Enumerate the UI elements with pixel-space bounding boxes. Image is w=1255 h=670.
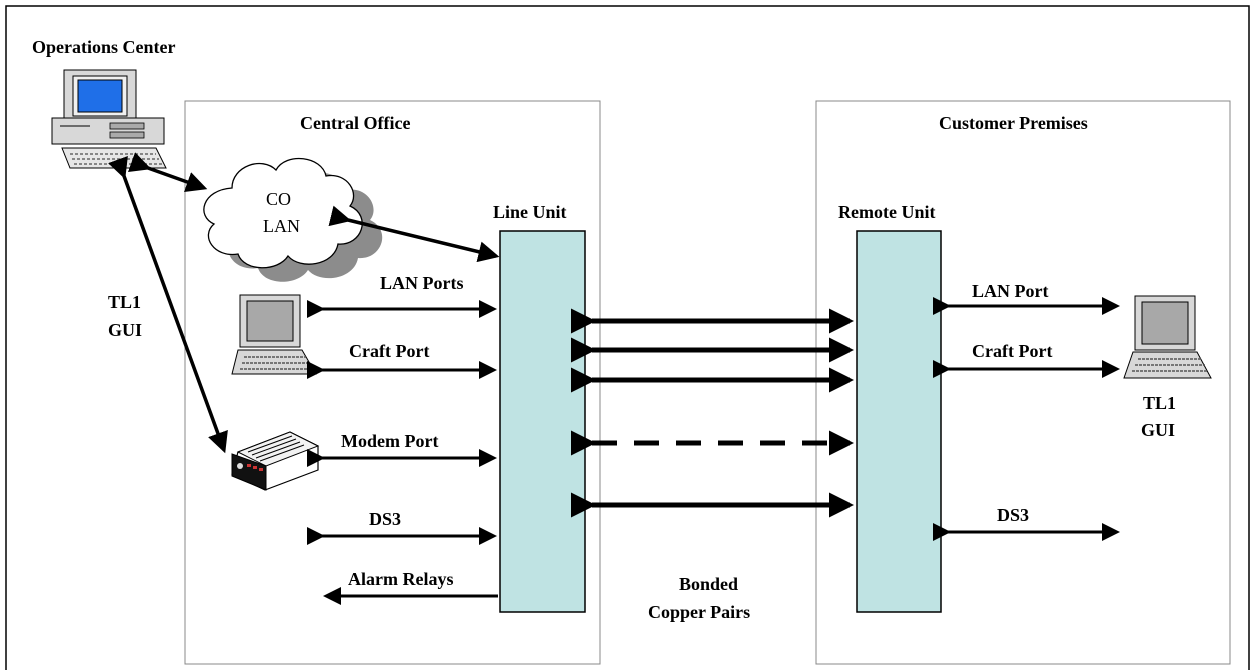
craft-port-left-label: Craft Port: [349, 341, 429, 361]
alarm-relays-label: Alarm Relays: [348, 569, 453, 589]
line-unit: [499, 230, 586, 613]
copper-pairs-label: Copper Pairs: [648, 602, 750, 622]
remote-unit-label: Remote Unit: [838, 202, 935, 222]
arrow-cloud-to-line-unit: [328, 205, 500, 263]
arrow-opscenter-to-modem: [108, 155, 228, 454]
central-office-label: Central Office: [300, 113, 410, 133]
lan-ports-label: LAN Ports: [380, 273, 464, 293]
operations-center-label: Operations Center: [32, 37, 175, 57]
arrow-opscenter-to-cloud: [127, 152, 208, 193]
co-lan-label-line1: CO: [266, 189, 291, 209]
laptop-icon: [231, 294, 317, 375]
gui-right-label: GUI: [1141, 420, 1175, 440]
ds3-left-label: DS3: [369, 509, 401, 529]
gui-left-label: GUI: [108, 320, 142, 340]
tl1-left-label: TL1: [108, 292, 141, 312]
remote-unit: [856, 230, 942, 613]
modem-icon: [231, 431, 320, 491]
customer-premises-label: Customer Premises: [939, 113, 1088, 133]
tl1-right-label: TL1: [1143, 393, 1176, 413]
ds3-right-label: DS3: [997, 505, 1029, 525]
outer-frame: [5, 5, 1250, 670]
line-unit-label: Line Unit: [493, 202, 567, 222]
laptop-icon: [1123, 295, 1212, 379]
co-lan-label-line2: LAN: [263, 216, 300, 236]
lan-port-right-label: LAN Port: [972, 281, 1048, 301]
modem-port-label: Modem Port: [341, 431, 438, 451]
craft-port-right-label: Craft Port: [972, 341, 1052, 361]
bonded-label: Bonded: [679, 574, 738, 594]
desktop-computer-icon: [51, 69, 167, 169]
